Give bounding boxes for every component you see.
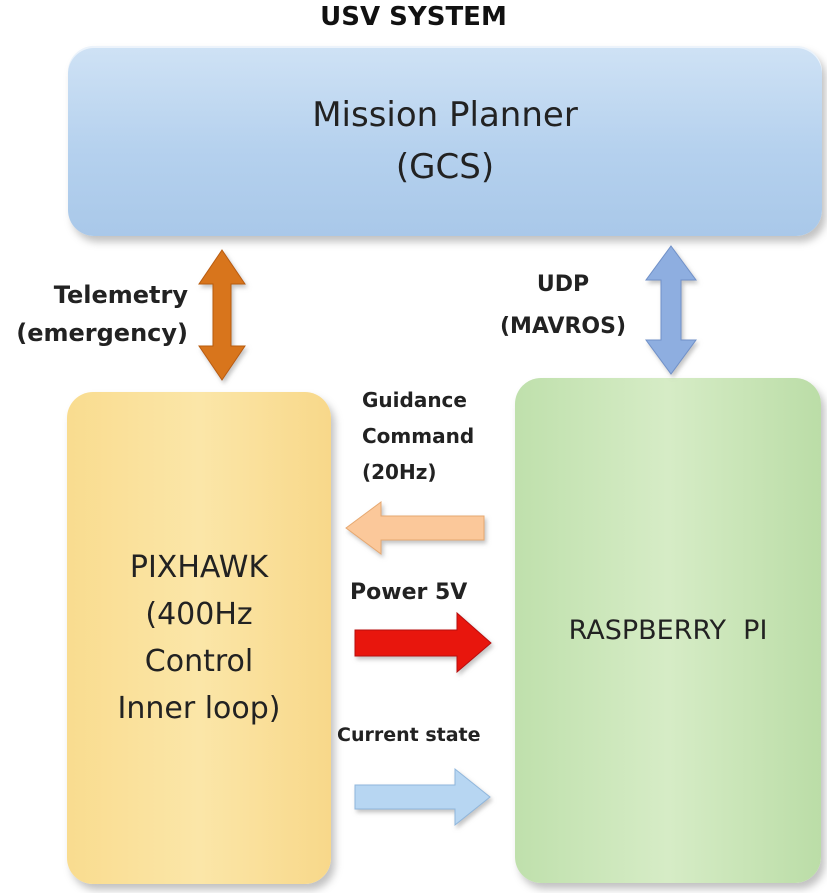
guidance-label-line2: Command (362, 424, 475, 448)
gcs-name: Mission Planner (312, 95, 578, 135)
raspberry-pi-box: RASPBERRY PI (515, 378, 821, 883)
guidance-arrow (345, 501, 485, 555)
udp-label: UDP (MAVROS) (478, 264, 648, 348)
guidance-label-line1: Guidance (362, 388, 467, 412)
telemetry-label-line1: Telemetry (53, 281, 188, 309)
raspberry-pi-name: RASPBERRY PI (568, 615, 768, 646)
telemetry-label: Telemetry (emergency) (2, 276, 188, 352)
pixhawk-loop: Inner loop) (117, 691, 281, 726)
guidance-label: Guidance Command (20Hz) (362, 382, 474, 490)
current-state-label: Current state (337, 724, 481, 746)
diagram-title: USV SYSTEM (320, 2, 507, 32)
pixhawk-name: PIXHAWK (129, 550, 269, 585)
telemetry-label-line2: (emergency) (16, 319, 188, 347)
pixhawk-control: Control (144, 644, 254, 679)
pixhawk-rate: (400Hz (145, 597, 253, 632)
udp-label-line1: UDP (536, 272, 590, 297)
telemetry-arrow (198, 249, 246, 381)
gcs-subtitle: (GCS) (395, 147, 495, 187)
udp-label-line2: (MAVROS) (499, 314, 627, 339)
guidance-label-line3: (20Hz) (362, 460, 437, 484)
power-arrow (354, 611, 492, 674)
power-label: Power 5V (350, 580, 468, 605)
pixhawk-box: PIXHAWK (400Hz Control Inner loop) (67, 392, 331, 884)
current-state-arrow (354, 767, 491, 827)
udp-arrow (645, 245, 697, 375)
mission-planner-box: Mission Planner (GCS) (68, 46, 822, 236)
